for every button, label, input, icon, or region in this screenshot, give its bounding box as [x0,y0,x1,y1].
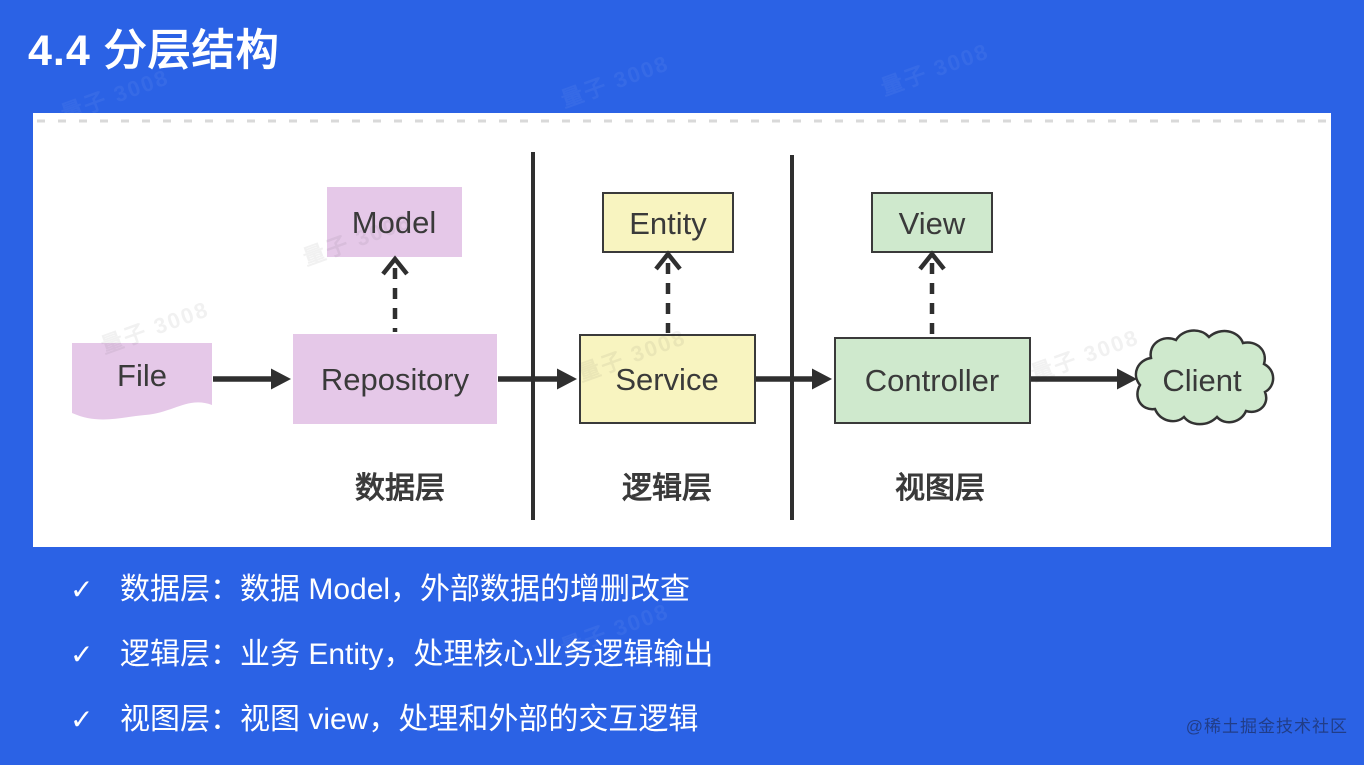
layer-label-logic: 逻辑层 [622,472,712,505]
dashed-arrowhead-service-entity [654,250,682,271]
entity-label: Entity [629,206,707,241]
repository-box [293,334,497,424]
file-shape [72,343,212,420]
faint-watermark: 量子 3008 [557,50,673,113]
bullet-text: 数据层：数据 Model，外部数据的增删改查 [120,573,691,606]
diagram-panel: File Model Repository Entity Service Vie… [33,113,1331,547]
model-box [327,187,462,257]
layer-label-view: 视图层 [895,472,985,505]
bullet-text: 逻辑层：业务 Entity，处理核心业务逻辑输出 [120,638,714,671]
controller-label: Controller [865,363,999,398]
layer-label-data: 数据层 [355,472,445,505]
dashed-arrowhead-repository-model [381,255,409,276]
site-watermark: @稀土掘金技术社区 [1185,717,1348,736]
arrowhead-file-repository [271,368,291,390]
dashed-arrowhead-controller-view [918,250,946,271]
arrowhead-service-controller [812,368,832,390]
page-title: 4.4 分层结构 [28,27,280,75]
bullet-item-logic-layer: ✓ 逻辑层：业务 Entity，处理核心业务逻辑输出 [70,635,1170,700]
flow-arrowheads [271,368,1137,390]
faint-watermark: 量子 3008 [877,38,993,101]
client-label: Client [1162,363,1242,398]
model-label: Model [352,205,436,240]
controller-box [834,337,1031,424]
file-label: File [117,358,167,393]
architecture-diagram: File Model Repository Entity Service Vie… [37,119,1327,520]
repository-label: Repository [321,362,470,397]
bullet-list: ✓ 数据层：数据 Model，外部数据的增删改查 ✓ 逻辑层：业务 Entity… [70,570,1170,765]
service-box [579,334,756,424]
check-icon: ✓ [70,574,94,605]
dashed-arrows [381,250,946,336]
arrowhead-repository-service [557,368,577,390]
check-icon: ✓ [70,639,94,670]
view-label: View [899,206,966,241]
check-icon: ✓ [70,704,94,735]
bullet-item-data-layer: ✓ 数据层：数据 Model，外部数据的增删改查 [70,570,1170,635]
arrowhead-controller-client [1117,368,1137,390]
bullet-item-view-layer: ✓ 视图层：视图 view，处理和外部的交互逻辑 [70,700,1170,765]
service-label: Service [615,362,718,397]
entity-box [602,192,734,253]
client-cloud [1134,329,1275,426]
bullet-text: 视图层：视图 view，处理和外部的交互逻辑 [120,703,699,736]
